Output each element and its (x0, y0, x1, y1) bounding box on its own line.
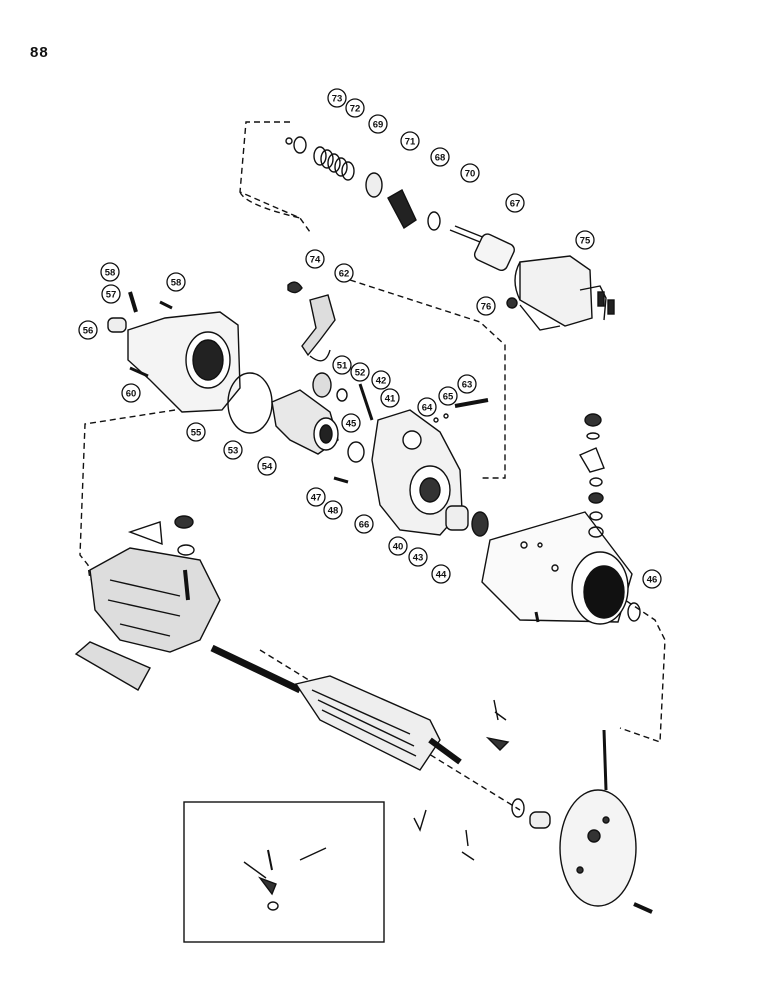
solenoid-group-boundary-right (349, 279, 506, 479)
callout-40: 40 (388, 536, 408, 556)
callout-68: 68 (430, 147, 450, 167)
page-number: 88 (30, 44, 49, 61)
callout-51: 51 (332, 355, 352, 375)
terminal-stack (578, 413, 605, 538)
callout-56: 56 (78, 320, 98, 340)
callout-74: 74 (305, 249, 325, 269)
solenoid-switch (506, 255, 615, 331)
callout-label: 56 (83, 325, 94, 336)
callout-75: 75 (575, 230, 595, 250)
plunger-parts (285, 136, 515, 272)
drive-pinion (271, 389, 339, 455)
end-plate (559, 729, 637, 907)
gasket-ring (227, 372, 273, 434)
callout-label: 51 (337, 360, 348, 371)
callout-label: 45 (346, 418, 357, 429)
callout-55: 55 (186, 422, 206, 442)
armature (210, 644, 462, 771)
washer-46 (627, 602, 641, 622)
callout-label: 76 (481, 301, 492, 312)
callout-label: 54 (262, 461, 273, 472)
callout-58: 58 (166, 272, 186, 292)
inset-box (183, 801, 385, 943)
inset-parts (243, 847, 327, 911)
callout-45: 45 (341, 413, 361, 433)
bushing (445, 505, 469, 531)
field-frame (481, 511, 633, 625)
callout-label: 44 (436, 569, 447, 580)
callout-label: 74 (310, 254, 321, 265)
callout-label: 43 (413, 552, 424, 563)
callout-label: 55 (191, 427, 202, 438)
callout-52: 52 (350, 362, 370, 382)
solenoid-group-boundary (239, 121, 311, 233)
callout-label: 67 (510, 198, 521, 209)
callout-label: 52 (355, 367, 366, 378)
callout-65: 65 (438, 386, 458, 406)
callout-70: 70 (460, 163, 480, 183)
callout-47: 47 (306, 487, 326, 507)
callout-label: 48 (328, 505, 339, 516)
callout-label: 68 (435, 152, 446, 163)
callout-label: 65 (443, 391, 454, 402)
callout-label: 71 (405, 136, 416, 147)
callout-67: 67 (505, 193, 525, 213)
callout-76: 76 (476, 296, 496, 316)
callout-71: 71 (400, 131, 420, 151)
callout-60: 60 (121, 383, 141, 403)
field-coils (74, 515, 221, 691)
callout-label: 60 (126, 388, 137, 399)
callout-64: 64 (417, 397, 437, 417)
callout-label: 57 (106, 289, 117, 300)
callout-label: 69 (373, 119, 384, 130)
shift-lever (287, 281, 336, 362)
callout-label: 75 (580, 235, 591, 246)
callout-46: 46 (642, 569, 662, 589)
callout-label: 53 (228, 445, 239, 456)
callout-42: 42 (371, 370, 391, 390)
callout-label: 62 (339, 268, 350, 279)
callout-label: 73 (332, 93, 343, 104)
callout-53: 53 (223, 440, 243, 460)
callout-layer: 73 72 69 71 68 70 67 75 74 62 76 58 58 57 56 60 55 53 54 51… (78, 88, 662, 589)
callout-62: 62 (334, 263, 354, 283)
callout-label: 70 (465, 168, 476, 179)
callout-44: 44 (431, 564, 451, 584)
callout-label: 66 (359, 519, 370, 530)
callout-48: 48 (323, 500, 343, 520)
callout-66: 66 (354, 514, 374, 534)
callout-label: 72 (350, 103, 361, 114)
callout-label: 41 (385, 393, 396, 404)
callout-label: 46 (647, 574, 658, 585)
callout-label: 64 (422, 402, 433, 413)
washer-44 (471, 511, 489, 537)
callout-41: 41 (380, 388, 400, 408)
callout-58: 58 (100, 262, 120, 282)
callout-label: 42 (376, 375, 387, 386)
frame-group-boundary (609, 589, 666, 743)
callout-label: 63 (462, 379, 473, 390)
intermediate-housing (333, 409, 463, 536)
callout-72: 72 (345, 98, 365, 118)
callout-54: 54 (257, 456, 277, 476)
callout-label: 58 (105, 267, 116, 278)
callout-43: 43 (408, 547, 428, 567)
callout-63: 63 (457, 374, 477, 394)
drive-housing (107, 291, 241, 413)
callout-label: 40 (393, 541, 404, 552)
callout-57: 57 (101, 284, 121, 304)
callout-label: 58 (171, 277, 182, 288)
callout-73: 73 (327, 88, 347, 108)
housing-group-boundary (79, 409, 176, 581)
callout-label: 47 (311, 492, 322, 503)
callout-69: 69 (368, 114, 388, 134)
